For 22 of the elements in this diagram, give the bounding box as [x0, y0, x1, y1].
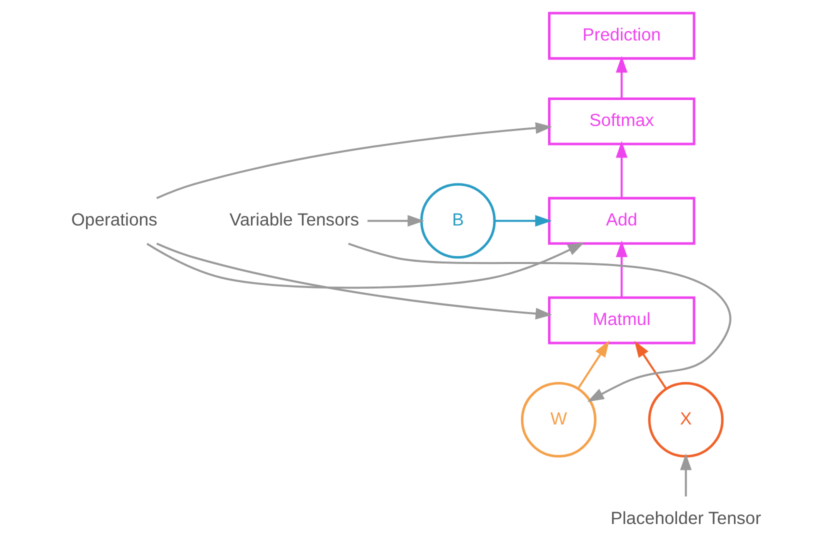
arrow: [494, 215, 552, 227]
node-circle: W: [520, 382, 596, 458]
node-text: Variable Tensors: [230, 210, 360, 230]
node-text: Operations: [71, 210, 158, 230]
node-box: Matmul: [548, 296, 696, 344]
node-circle: B: [420, 183, 496, 259]
arrow: [616, 56, 628, 98]
arrow: [634, 340, 668, 390]
arrow: [616, 240, 628, 298]
arrow: [616, 141, 628, 198]
arrow: [146, 242, 584, 289]
node-box: Softmax: [548, 97, 696, 146]
arrow: [368, 215, 424, 227]
arrow: [577, 340, 610, 389]
node-circle: X: [648, 382, 724, 458]
arrow: [348, 242, 732, 402]
arrow: [680, 454, 692, 496]
node-text: Placeholder Tensor: [610, 508, 762, 528]
node-box: Prediction: [548, 12, 696, 60]
node-box: Add: [548, 196, 696, 245]
arrow: [156, 242, 552, 320]
arrow: [156, 122, 552, 200]
